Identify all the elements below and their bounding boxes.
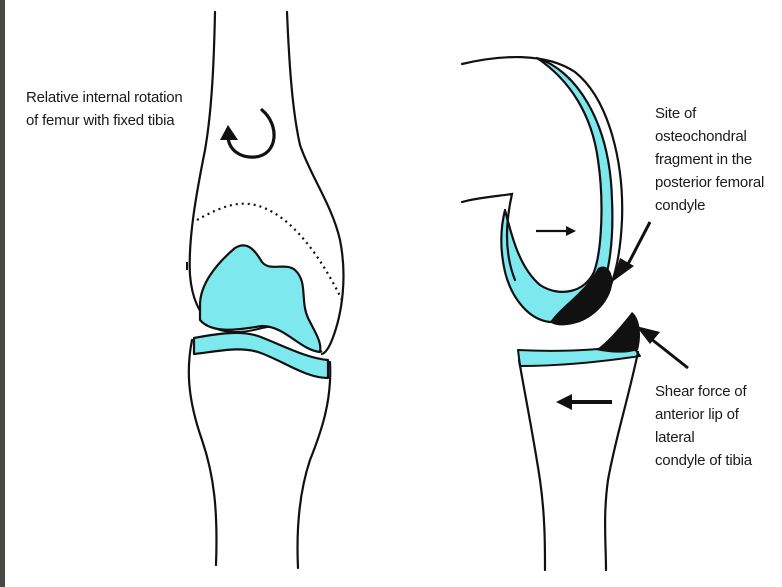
- tibia-lateral-outline: [519, 352, 638, 570]
- fragment-pointer: [626, 222, 650, 268]
- anterior-knee-view: [187, 12, 343, 568]
- rotation-arrow: [228, 110, 274, 157]
- rotation-arrowhead: [220, 125, 238, 140]
- shear-label: Shear force of anterior lip of lateral c…: [655, 380, 780, 472]
- shear-arrowhead: [556, 394, 572, 410]
- tibial-anterior-lip: [596, 312, 640, 353]
- fragment-label: Site of osteochondral fragment in the po…: [655, 102, 780, 217]
- femur-shift-arrowhead: [566, 226, 576, 236]
- rotation-label: Relative internal rotation of femur with…: [26, 86, 201, 132]
- shear-pointer: [650, 338, 688, 368]
